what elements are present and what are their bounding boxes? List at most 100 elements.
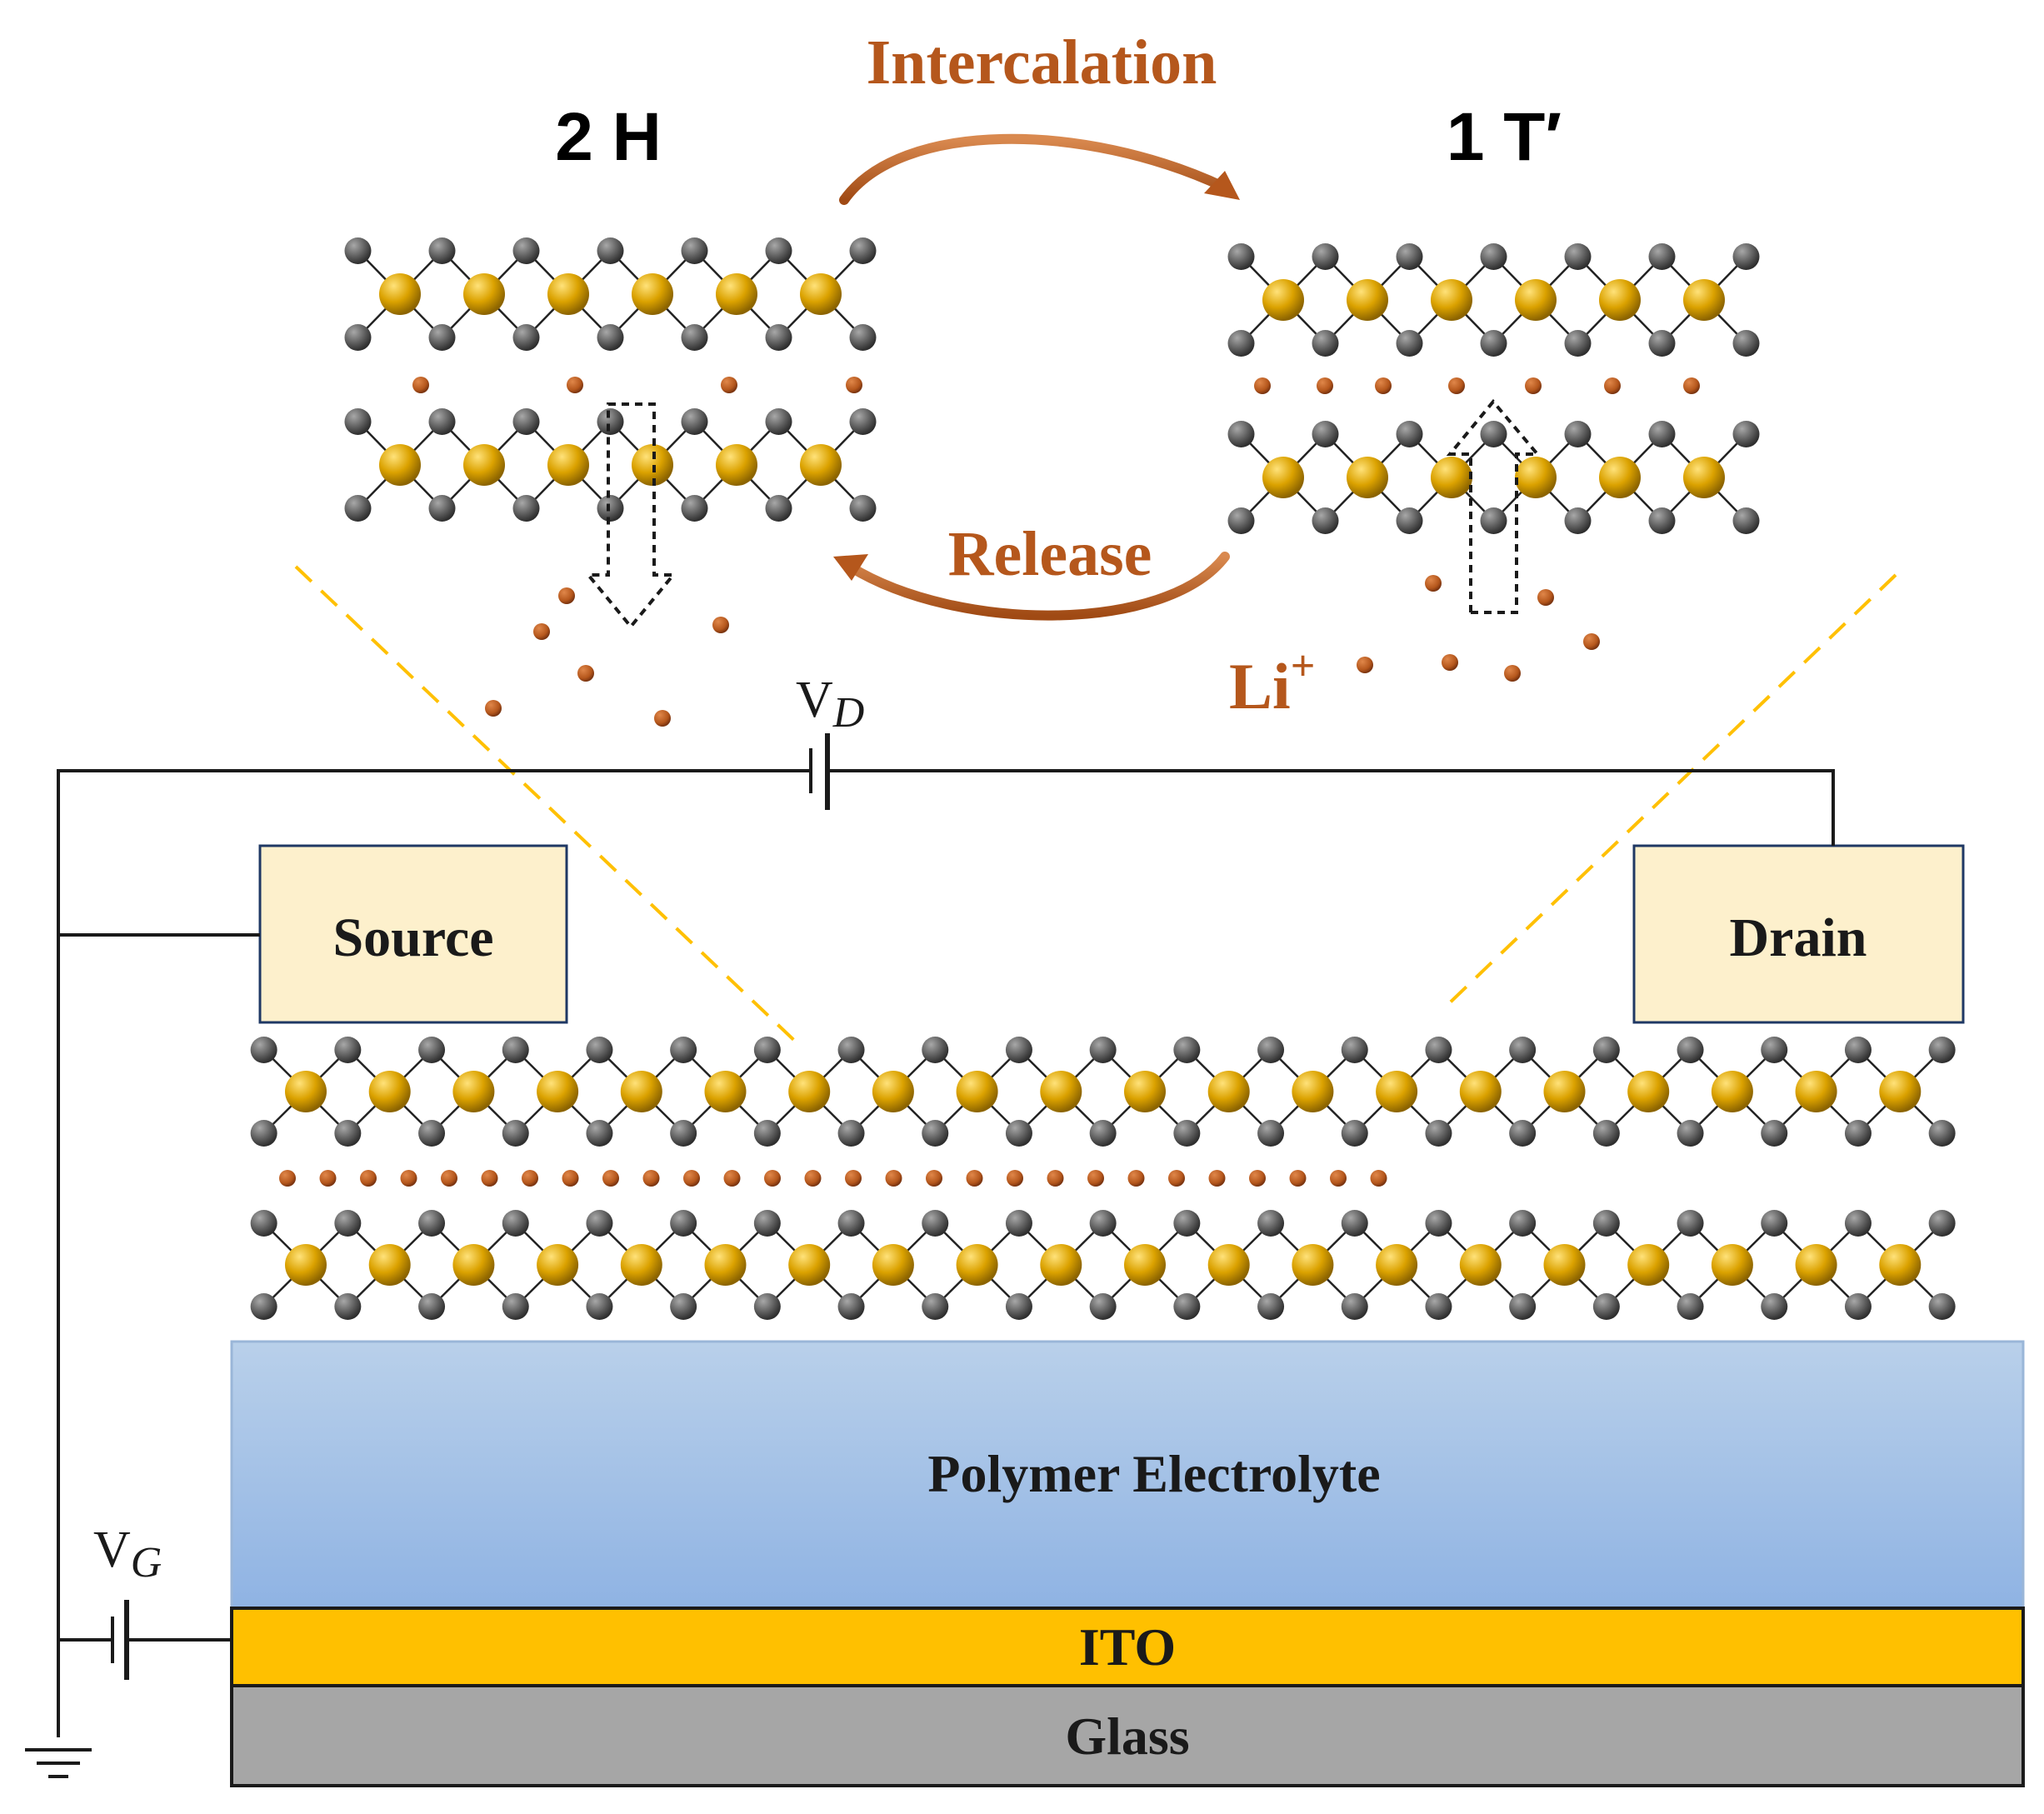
chalcogen-atom — [681, 495, 708, 522]
chalcogen-atom — [670, 1293, 697, 1320]
gate-voltage-label: VG — [93, 1522, 162, 1587]
glass-label: Glass — [1065, 1707, 1189, 1766]
chalcogen-atom — [1173, 1210, 1201, 1237]
chalcogen-atom — [1509, 1120, 1537, 1147]
transition-metal-atom — [1262, 457, 1304, 498]
phase-label-2h: 2 H — [555, 99, 662, 175]
chalcogen-atom — [1648, 421, 1676, 447]
transition-metal-atom — [716, 273, 757, 315]
chalcogen-atom — [1341, 1037, 1368, 1063]
chalcogen-atom — [250, 1210, 277, 1237]
lithium-ion — [1448, 377, 1465, 394]
chalcogen-atom — [1480, 507, 1507, 534]
transition-metal-atom — [1879, 1244, 1922, 1286]
transition-metal-atom — [788, 1071, 831, 1112]
chalcogen-atom — [597, 408, 624, 435]
chalcogen-atom — [1341, 1293, 1368, 1320]
transition-metal-atom — [1459, 1244, 1502, 1286]
chalcogen-atom — [418, 1293, 446, 1320]
chalcogen-atom — [1425, 1120, 1452, 1147]
chalcogen-atom — [428, 237, 456, 264]
free-lithium-ions — [485, 575, 1600, 727]
chalcogen-atom — [1396, 243, 1423, 270]
lithium-ion — [764, 1170, 781, 1187]
lithium-ion — [1047, 1170, 1064, 1187]
lithium-ion — [1525, 377, 1542, 394]
polymer-electrolyte-label: Polymer Electrolyte — [927, 1444, 1380, 1503]
chalcogen-atom — [1732, 421, 1760, 447]
transition-metal-atom — [547, 273, 589, 315]
chalcogen-atom — [344, 495, 372, 522]
chalcogen-atom — [1257, 1293, 1285, 1320]
chalcogen-atom — [1312, 330, 1339, 357]
chalcogen-atom — [1592, 1293, 1620, 1320]
chalcogen-atom — [512, 495, 540, 522]
transition-metal-atom — [1683, 279, 1725, 321]
chalcogen-atom — [1677, 1037, 1704, 1063]
chalcogen-atom — [1509, 1037, 1537, 1063]
chalcogen-atom — [502, 1210, 529, 1237]
transition-metal-atom — [285, 1071, 327, 1112]
lithium-ion — [846, 377, 862, 393]
chalcogen-atom — [586, 1293, 613, 1320]
transition-metal-atom — [1347, 279, 1388, 321]
lithium-ion — [522, 1170, 538, 1187]
chalcogen-atom — [1173, 1293, 1201, 1320]
chalcogen-atom — [765, 495, 792, 522]
intercalation-arrow — [839, 133, 1230, 205]
chalcogen-atom — [344, 237, 372, 264]
transition-metal-atom — [1040, 1244, 1082, 1286]
lithium-ion — [683, 1170, 700, 1187]
drain-voltage-label-base: V — [796, 672, 833, 728]
transition-metal-atom — [1040, 1071, 1082, 1112]
transition-metal-atom — [452, 1244, 495, 1286]
lithium-ion — [1007, 1170, 1023, 1187]
channel-lattice — [250, 1037, 1956, 1320]
transition-metal-atom — [788, 1244, 831, 1286]
chalcogen-atom — [837, 1120, 865, 1147]
lithium-ion — [319, 1170, 337, 1187]
transition-metal-atom — [620, 1071, 662, 1112]
chalcogen-atom — [334, 1293, 362, 1320]
chalcogen-atom — [1312, 243, 1339, 270]
chalcogen-atom — [418, 1120, 446, 1147]
chalcogen-atom — [1089, 1293, 1117, 1320]
transition-metal-atom — [620, 1244, 662, 1286]
lithium-ion — [1087, 1170, 1104, 1187]
chalcogen-atom — [250, 1037, 277, 1063]
chalcogen-atom — [1480, 330, 1507, 357]
lithium-ion — [1127, 1170, 1145, 1187]
transition-metal-atom — [1459, 1071, 1502, 1112]
chalcogen-atom — [1312, 507, 1339, 534]
chalcogen-atom — [765, 408, 792, 435]
lithium-ion — [926, 1170, 942, 1187]
lithium-ion — [966, 1170, 983, 1187]
transition-metal-atom — [379, 273, 421, 315]
chalcogen-atom — [765, 237, 792, 264]
transition-metal-atom — [452, 1071, 495, 1112]
release-arrow — [845, 552, 1230, 621]
lithium-ion — [1317, 377, 1333, 394]
chalcogen-atom — [1564, 507, 1592, 534]
chalcogen-atom — [1005, 1293, 1032, 1320]
transition-metal-atom — [1543, 1071, 1586, 1112]
chalcogen-atom — [1648, 507, 1676, 534]
lattice-2h — [344, 237, 877, 522]
transition-metal-atom — [368, 1071, 411, 1112]
chalcogen-atom — [681, 237, 708, 264]
lithium-ion — [279, 1170, 296, 1187]
chalcogen-atom — [1592, 1210, 1620, 1237]
lithium-ion — [1254, 377, 1271, 394]
chalcogen-atom — [1005, 1120, 1032, 1147]
lithium-ion — [441, 1170, 457, 1187]
chalcogen-atom — [512, 237, 540, 264]
lithium-ion — [1289, 1170, 1307, 1187]
chalcogen-atom — [428, 495, 456, 522]
ito-label: ITO — [1079, 1617, 1176, 1677]
chalcogen-atom — [1257, 1210, 1285, 1237]
chalcogen-atom — [1844, 1210, 1872, 1237]
polymer-electrolyte-layer — [230, 1340, 2025, 1610]
chalcogen-atom — [849, 324, 877, 351]
chalcogen-atom — [1396, 421, 1423, 447]
